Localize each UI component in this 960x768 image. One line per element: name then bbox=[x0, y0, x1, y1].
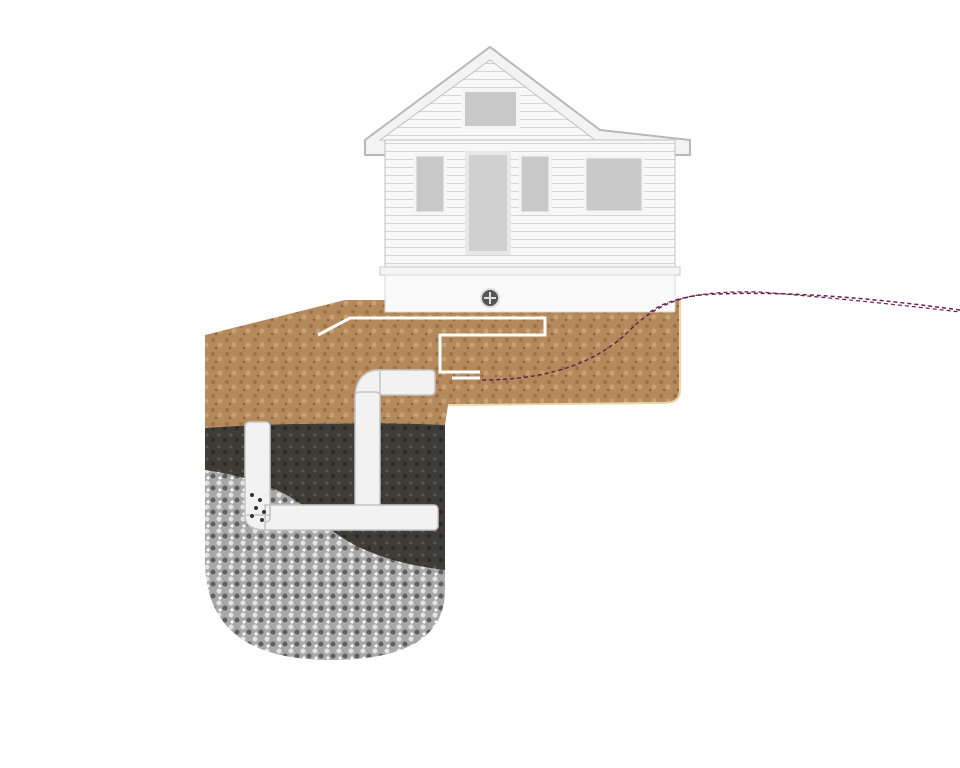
vent-fan-icon bbox=[480, 288, 500, 308]
bottom-elbow bbox=[244, 504, 271, 531]
soil-edge-highlight bbox=[447, 300, 681, 406]
front-door bbox=[465, 151, 511, 255]
attic-window bbox=[461, 88, 520, 130]
vertical-pipe bbox=[354, 391, 381, 518]
window-middle bbox=[518, 153, 552, 215]
window-left bbox=[413, 153, 447, 215]
utility-line-secondary bbox=[649, 291, 960, 313]
perforation-holes bbox=[250, 493, 266, 522]
porch-deck bbox=[379, 266, 681, 276]
drain-pipes bbox=[244, 369, 439, 531]
ground-cross-section bbox=[205, 300, 681, 660]
foundation bbox=[384, 274, 676, 313]
horizontal-pipe bbox=[257, 504, 439, 531]
house bbox=[364, 45, 691, 313]
buried-conduit bbox=[317, 316, 547, 380]
window-right bbox=[583, 155, 645, 214]
